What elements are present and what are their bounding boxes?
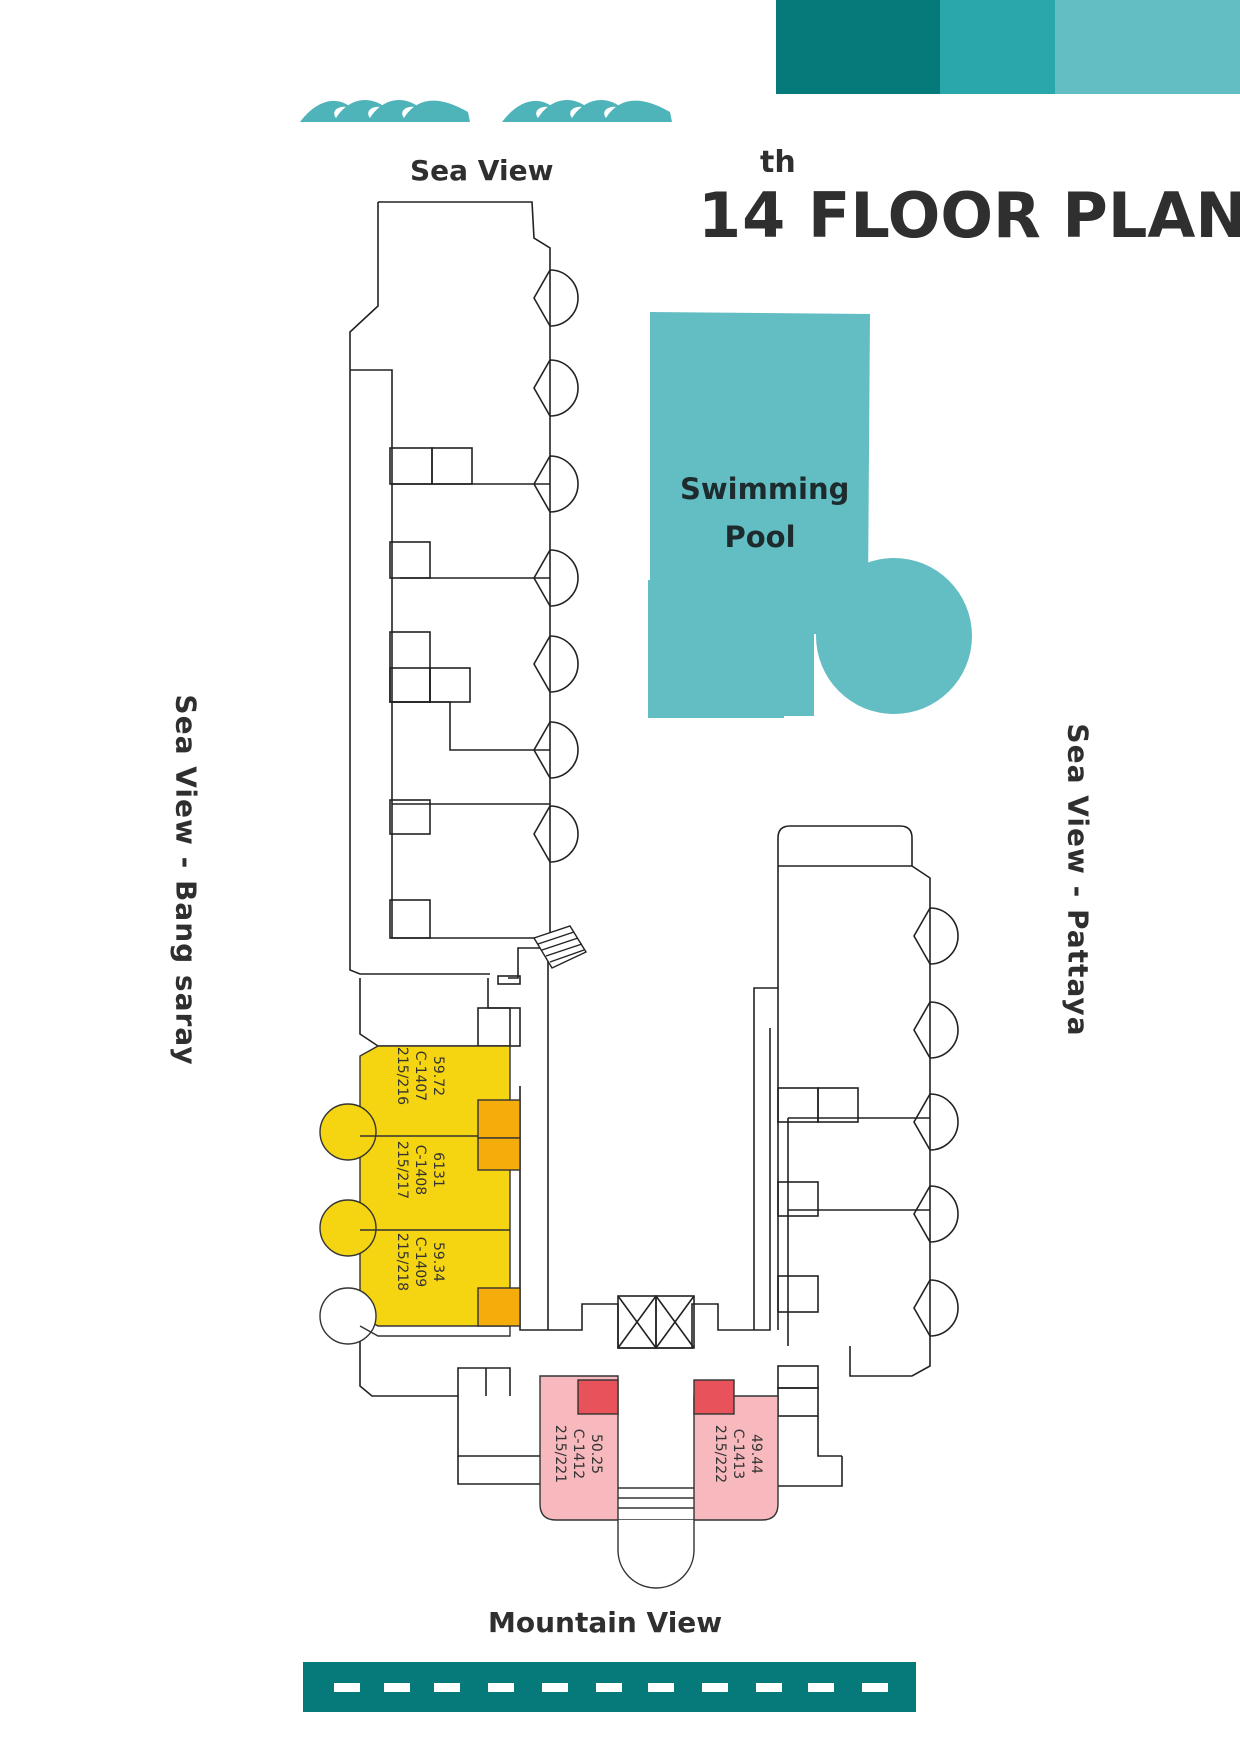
unit-c-1413[interactable]: 49.44 C-1413 215/222	[711, 1425, 765, 1483]
unit-address: 215/218	[394, 1232, 410, 1292]
unit-c-1412[interactable]: 50.25 C-1412 215/221	[551, 1425, 605, 1483]
header-bar-light	[1055, 0, 1240, 94]
unit-address: 215/217	[394, 1140, 410, 1200]
wave-icon	[300, 99, 672, 122]
road-icon	[303, 1662, 916, 1712]
swimming-pool	[648, 312, 972, 718]
view-left: Sea View - Bang saray	[169, 694, 203, 1066]
view-bottom: Mountain View	[488, 1606, 723, 1639]
unit-code: C-1408	[412, 1144, 428, 1196]
yellow-units	[319, 1045, 521, 1345]
unit-area: 59.34	[430, 1241, 446, 1283]
unit-address: 215/222	[712, 1424, 728, 1484]
view-top: Sea View	[410, 154, 554, 187]
header-bar-mid	[940, 0, 1055, 94]
unit-address: 215/221	[552, 1424, 568, 1484]
unit-area: 49.44	[748, 1433, 764, 1475]
pink-units	[539, 1375, 779, 1589]
floor-number: 14	[698, 179, 787, 252]
title-text: FLOOR PLAN	[808, 179, 1240, 252]
unit-code: C-1409	[412, 1236, 428, 1288]
unit-c-1407[interactable]: 59.72 C-1407 215/216	[393, 1047, 447, 1105]
unit-code: C-1407	[412, 1050, 428, 1102]
pool-label-line1: Swimming	[680, 472, 850, 506]
view-right: Sea View - Pattaya	[1061, 723, 1095, 1037]
pool-label-line2: Pool	[724, 520, 796, 554]
unit-code: C-1413	[730, 1428, 746, 1480]
unit-address: 215/216	[394, 1046, 410, 1106]
floor-suffix: th	[760, 145, 796, 180]
unit-c-1409[interactable]: 59.34 C-1409 215/218	[393, 1233, 447, 1291]
header-bar-dark	[776, 0, 940, 94]
unit-code: C-1412	[570, 1428, 586, 1480]
unit-area: 6131	[430, 1152, 446, 1188]
unit-area: 50.25	[588, 1433, 604, 1475]
unit-c-1408[interactable]: 6131 C-1408 215/217	[393, 1141, 447, 1199]
pool-label: Swimming Pool	[680, 465, 850, 561]
floor-plan-title: 14 th FLOOR PLAN	[698, 145, 1240, 255]
unit-area: 59.72	[430, 1055, 446, 1097]
stairs-icon	[532, 925, 588, 969]
